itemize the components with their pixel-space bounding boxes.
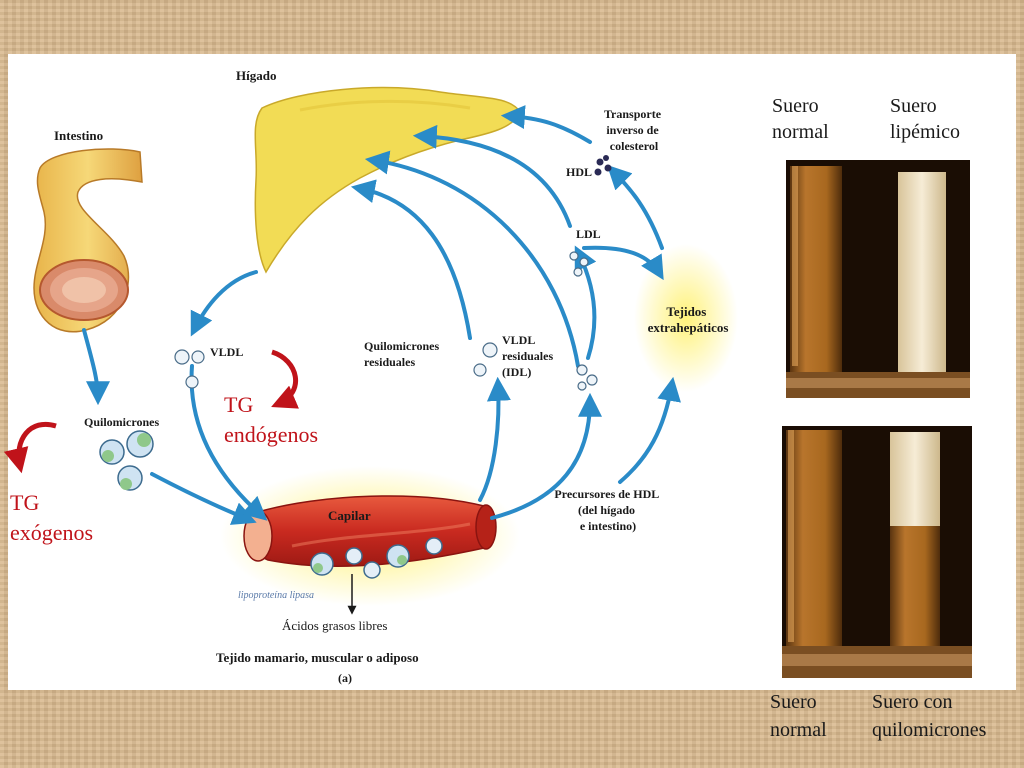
label-ldl: LDL bbox=[576, 227, 601, 241]
capillary-vessel bbox=[220, 466, 520, 606]
capillary-particles bbox=[310, 537, 443, 579]
label-reverse-transport: Transporte inverso de colesterol bbox=[604, 107, 664, 153]
label-lipoprotein-lipase: lipoproteína lipasa bbox=[238, 590, 314, 601]
chylomicron-particles bbox=[99, 430, 154, 491]
photo-top-serum bbox=[786, 160, 970, 398]
label-intestine: Intestino bbox=[54, 128, 103, 143]
label-free-fatty-acids: Ácidos grasos libres bbox=[282, 618, 387, 633]
extrahepatic-tissue-glow bbox=[634, 244, 738, 392]
label-liver: Hígado bbox=[236, 68, 276, 83]
pathway-arrows bbox=[82, 105, 681, 525]
annotation-tg-endogenous: TG endógenos bbox=[224, 392, 318, 447]
liver-shape bbox=[254, 86, 521, 274]
tg-endogenous-arrow bbox=[271, 349, 300, 409]
ldl-particles bbox=[569, 251, 589, 277]
label-bottom-tissues: Tejido mamario, muscular o adiposo bbox=[216, 650, 419, 665]
hdl-particles bbox=[594, 155, 612, 176]
remnant-particles bbox=[473, 342, 598, 391]
label-extrahepatic-tissues: Tejidos extrahepáticos bbox=[648, 304, 729, 335]
label-hdl: HDL bbox=[566, 165, 592, 179]
label-chylomicron-remnants: Quilomicrones residuales bbox=[364, 339, 442, 369]
label-hdl-precursors: Precursores de HDL (del hígado e intesti… bbox=[554, 487, 661, 533]
vldl-particles bbox=[174, 349, 205, 389]
photo-label-bottom-left: Suero normal bbox=[770, 691, 827, 741]
photo-label-bottom-right: Suero con quilomicrones bbox=[872, 691, 987, 741]
tg-exogenous-arrow bbox=[3, 421, 57, 474]
label-vldl: VLDL bbox=[210, 345, 243, 359]
label-panel-a: (a) bbox=[338, 671, 352, 685]
photo-label-top-left: Suero normal bbox=[772, 95, 829, 143]
annotation-tg-exogenous: TG exógenos bbox=[10, 490, 93, 545]
label-chylomicrons: Quilomicrones bbox=[84, 415, 159, 429]
intestine-shape bbox=[33, 148, 143, 333]
photo-bottom-serum bbox=[782, 426, 972, 678]
label-vldl-remnants: VLDL residuales (IDL) bbox=[502, 333, 556, 379]
photo-label-top-right: Suero lipémico bbox=[890, 95, 960, 143]
label-capillary: Capilar bbox=[328, 508, 371, 523]
